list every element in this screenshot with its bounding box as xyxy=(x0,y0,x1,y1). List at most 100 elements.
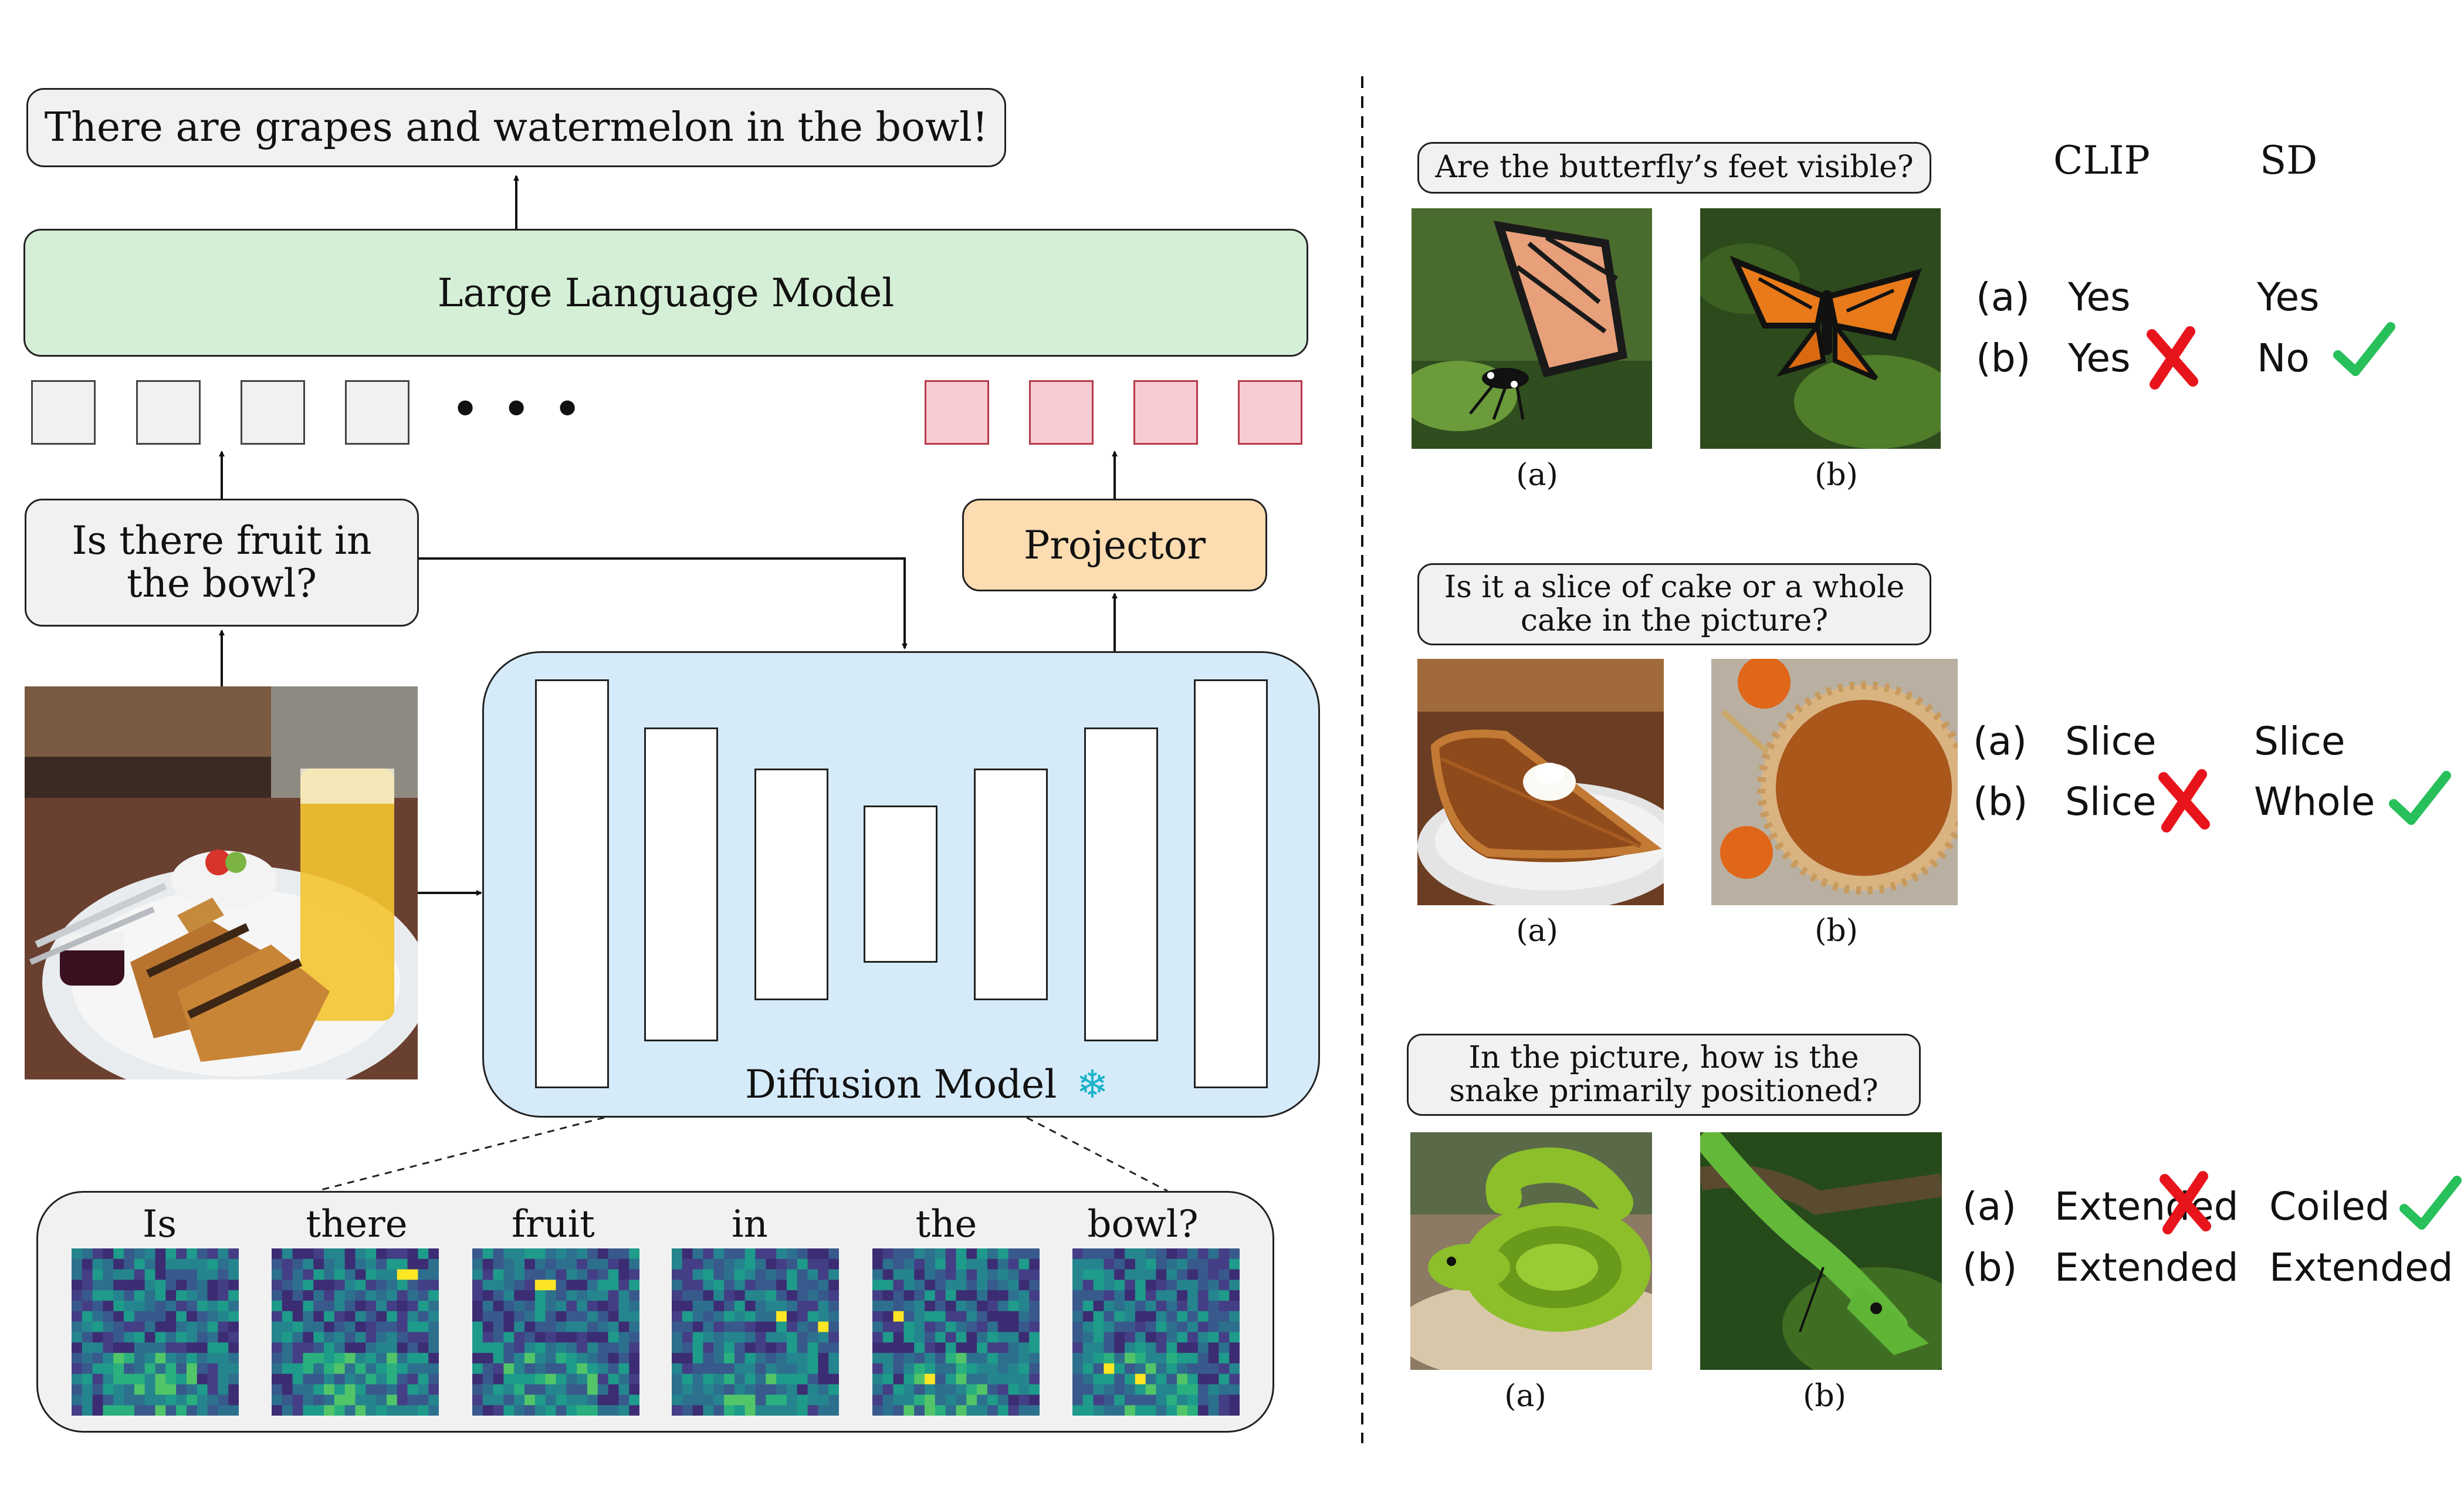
heatmap-cell xyxy=(1029,1311,1040,1322)
heatmap-cell xyxy=(545,1332,556,1343)
heatmap-cell xyxy=(207,1269,218,1280)
heatmap-cell xyxy=(92,1373,103,1385)
heatmap-cell xyxy=(925,1395,936,1406)
heatmap-cell xyxy=(818,1280,829,1291)
heatmap-cell xyxy=(534,1332,546,1343)
heatmap-cell xyxy=(524,1301,536,1312)
heatmap-cell xyxy=(186,1301,198,1312)
heatmap-cell xyxy=(893,1311,904,1322)
heatmap-cell xyxy=(482,1373,493,1385)
heatmap-cell xyxy=(935,1290,946,1301)
heatmap-cell xyxy=(407,1258,418,1270)
heatmap-cell xyxy=(493,1321,504,1332)
heatmap-cell xyxy=(144,1269,155,1280)
heatmap-cell xyxy=(997,1290,1008,1301)
heatmap-cell xyxy=(903,1373,915,1385)
heatmap-cell xyxy=(344,1332,356,1343)
heatmap-cell xyxy=(428,1258,439,1270)
heatmap-cell xyxy=(334,1373,346,1385)
heatmap-cell xyxy=(407,1373,418,1385)
heatmap-cell xyxy=(207,1290,218,1301)
heatmap-cell xyxy=(713,1248,725,1260)
heatmap-cell xyxy=(956,1321,967,1332)
heatmap-cell xyxy=(397,1301,408,1312)
heatmap-cell xyxy=(597,1290,608,1301)
heatmap-cell xyxy=(1093,1363,1104,1375)
heatmap-cell xyxy=(1125,1353,1136,1364)
question-text: Is there fruit in the bowl? xyxy=(72,518,372,606)
heatmap-cell xyxy=(1197,1373,1209,1385)
heatmap-cell xyxy=(176,1301,187,1312)
heatmap-cell xyxy=(797,1290,808,1301)
zoom-line-left xyxy=(316,1116,605,1192)
heatmap-cell xyxy=(597,1332,608,1343)
heatmap-cell xyxy=(1018,1269,1030,1280)
heatmap-cell xyxy=(629,1395,640,1406)
heatmap-cell xyxy=(1229,1258,1240,1270)
heatmap-cell xyxy=(545,1269,556,1280)
heatmap-cell xyxy=(1187,1248,1199,1260)
heatmap-cell xyxy=(977,1248,988,1260)
heatmap-cell xyxy=(755,1342,766,1353)
unet-layer xyxy=(754,769,828,1000)
heatmap-cell xyxy=(618,1301,629,1312)
heatmap-cell xyxy=(324,1248,335,1260)
heatmap-cell xyxy=(997,1332,1008,1343)
heatmap-cell xyxy=(1093,1321,1104,1332)
heatmap-cell xyxy=(418,1405,429,1416)
heatmap-cell xyxy=(113,1321,124,1332)
heatmap-cell xyxy=(313,1405,324,1416)
sd-answer: Coiled xyxy=(2269,1184,2390,1229)
heatmap-cell xyxy=(503,1290,515,1301)
heatmap-cell xyxy=(113,1290,124,1301)
heatmap-cell xyxy=(1135,1373,1146,1385)
heatmap-cell xyxy=(597,1321,608,1332)
heatmap-cell xyxy=(1187,1353,1199,1364)
heatmap-cell xyxy=(872,1269,884,1280)
heatmap-cell xyxy=(1018,1395,1030,1406)
heatmap-cell xyxy=(355,1311,366,1322)
heatmap-cell xyxy=(608,1395,619,1406)
heatmap-cell xyxy=(218,1363,229,1375)
heatmap-cell xyxy=(597,1280,608,1291)
heatmap-cell xyxy=(534,1301,546,1312)
heatmap-cell xyxy=(556,1248,567,1260)
heatmap-cell xyxy=(713,1280,725,1291)
heatmap-cell xyxy=(176,1311,187,1322)
heatmap-cell xyxy=(1219,1248,1230,1260)
heatmap-cell xyxy=(608,1332,619,1343)
heatmap-cell xyxy=(165,1280,177,1291)
heatmap-cell xyxy=(165,1321,177,1332)
heatmap-cell xyxy=(386,1405,398,1416)
heatmap-cell xyxy=(629,1248,640,1260)
heatmap-cell xyxy=(608,1269,619,1280)
heatmap-cell xyxy=(218,1321,229,1332)
heatmap-cell xyxy=(1145,1311,1156,1322)
heatmap-cell xyxy=(734,1353,746,1364)
heatmap-cell xyxy=(303,1363,314,1375)
heatmap-cell xyxy=(1208,1248,1219,1260)
heatmap-cell xyxy=(1125,1384,1136,1395)
heatmap-cell xyxy=(786,1363,798,1375)
heatmap-cell xyxy=(1177,1384,1188,1395)
heatmap-cell xyxy=(1125,1258,1136,1270)
heatmap-cell xyxy=(956,1363,967,1375)
heatmap-cell xyxy=(376,1258,387,1270)
heatmap-cell xyxy=(186,1332,198,1343)
heatmap-cell xyxy=(144,1395,155,1406)
unet-bottleneck xyxy=(864,805,937,963)
heatmap-cell xyxy=(1008,1373,1019,1385)
heatmap-cell xyxy=(72,1384,83,1395)
heatmap-cell xyxy=(1114,1321,1125,1332)
heatmap-cell xyxy=(1082,1342,1094,1353)
heatmap-cell xyxy=(155,1258,166,1270)
question-text: Are the butterfly’s feet visible? xyxy=(1435,150,1914,185)
heatmap-cell xyxy=(1018,1363,1030,1375)
row-label: (a) xyxy=(1962,1184,2016,1229)
heatmap-cell xyxy=(282,1342,293,1353)
heatmap-cell xyxy=(945,1321,956,1332)
heatmap-cell xyxy=(418,1321,429,1332)
heatmap-cell xyxy=(903,1258,915,1270)
heatmap-cell xyxy=(1029,1405,1040,1416)
heatmap-cell xyxy=(1156,1290,1167,1301)
